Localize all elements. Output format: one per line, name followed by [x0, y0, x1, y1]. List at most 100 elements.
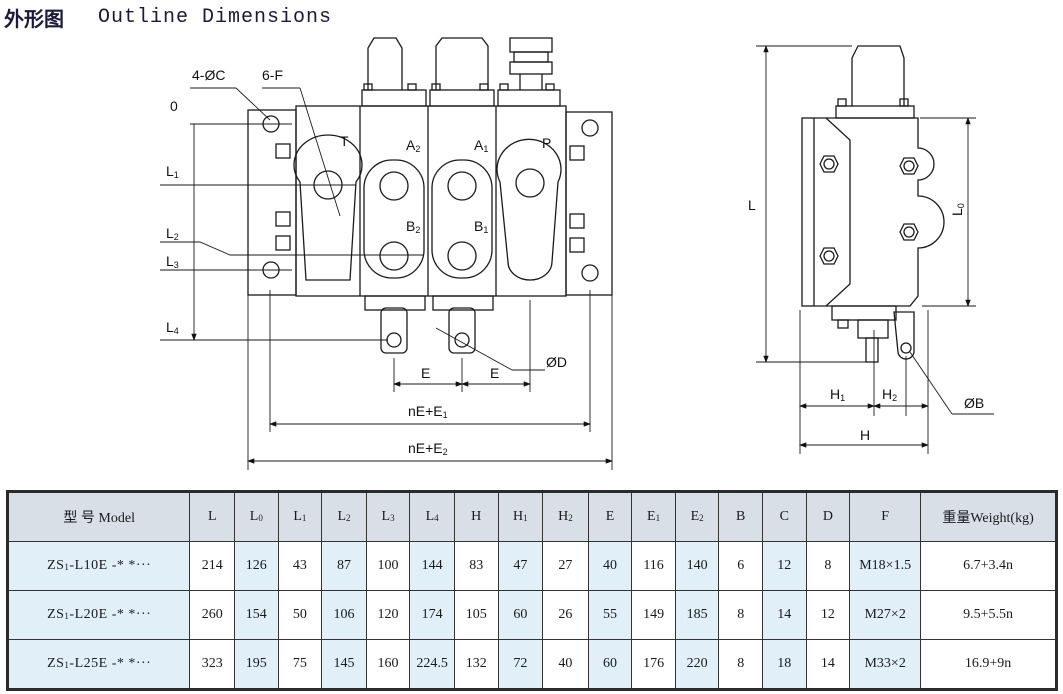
table-cell: 87	[321, 541, 367, 591]
header-label: H	[513, 509, 524, 524]
table-cell: 176	[631, 639, 676, 690]
label-pitch-E-2: E	[490, 365, 499, 381]
label-nE-E1: nE+E1	[408, 403, 448, 420]
table-cell: 8	[718, 639, 764, 690]
header-subscript: 2	[699, 513, 704, 523]
table-cell: 55	[587, 590, 633, 640]
page-title: 外形图 Outline Dimensions	[4, 2, 332, 32]
table-cell: 149	[631, 590, 676, 640]
table-cell: 224.5	[409, 639, 455, 690]
header-label: E	[690, 509, 700, 524]
header-label: B	[736, 509, 746, 524]
table-cell: 43	[277, 541, 323, 591]
header-subscript: 4	[434, 513, 439, 523]
header-label: L	[381, 509, 391, 524]
table-header-cell: D	[805, 491, 851, 542]
table-cell: 140	[674, 541, 720, 591]
table-header-cell: 重量Weight(kg)	[920, 491, 1057, 542]
header-label: E	[647, 509, 656, 524]
front-view	[247, 37, 613, 354]
table-header-cell: E	[587, 491, 633, 542]
title-chinese: 外形图	[4, 6, 64, 31]
table-cell: 18	[762, 639, 807, 690]
table-cell: 83	[453, 541, 499, 591]
spool-cap-2	[435, 37, 489, 90]
table-header-cell: L	[189, 491, 236, 542]
table-cell: 75	[277, 639, 323, 690]
table-cell: 195	[234, 639, 279, 690]
header-label: 重量Weight(kg)	[942, 511, 1034, 526]
table-cell: 40	[542, 639, 589, 690]
table-cell: 9.5+5.5n	[920, 590, 1057, 640]
table-header-cell: 型 号 Model	[6, 491, 191, 542]
table-header-cell: L1	[277, 491, 323, 542]
table-cell: 174	[409, 590, 455, 640]
table-header-cell: L3	[365, 491, 411, 542]
label-H: H	[860, 427, 870, 443]
table-cell: 144	[409, 541, 455, 591]
header-subscript: 1	[523, 513, 528, 523]
header-label: 型 号 Model	[63, 511, 135, 526]
header-subscript: 1	[655, 513, 661, 523]
label-port-P: P	[542, 135, 551, 151]
header-subscript: 2	[568, 513, 573, 523]
valve-body	[295, 105, 567, 297]
table-cell: 160	[365, 639, 411, 690]
table-header-cell: F	[849, 491, 922, 542]
table-cell: 8	[718, 590, 764, 640]
label-6-F: 6-F	[262, 67, 283, 83]
table-cell: 8	[805, 541, 851, 591]
header-label: L	[425, 509, 435, 524]
table-cell: 72	[497, 639, 544, 690]
table-cell: 106	[321, 590, 367, 640]
label-H1: H1	[830, 386, 845, 403]
header-label: E	[605, 509, 615, 524]
lever-clevis-2	[448, 307, 476, 354]
table-cell: 60	[497, 590, 544, 640]
label-pin-D: ØD	[546, 354, 567, 370]
label-L3: L3	[166, 253, 179, 270]
label-L2: L2	[166, 225, 179, 242]
table-cell: 12	[805, 590, 851, 640]
title-english: Outline Dimensions	[98, 5, 333, 29]
header-subscript: 3	[390, 513, 395, 523]
table-header-cell: L0	[234, 491, 279, 542]
table-cell: 6.7+3.4n	[920, 541, 1057, 591]
header-label: F	[881, 509, 890, 524]
label-port-A1: A1	[474, 137, 488, 154]
header-label: L	[293, 509, 302, 524]
table-cell: 16.9+9n	[920, 639, 1057, 690]
model-suffix: -L20E -* *···	[69, 607, 152, 622]
table-cell: 105	[453, 590, 499, 640]
table-cell: M18×1.5	[849, 541, 922, 591]
label-port-B2: B2	[406, 218, 420, 235]
label-H2: H2	[882, 386, 897, 403]
label-L4: L4	[166, 319, 179, 336]
section-2-boss	[363, 159, 425, 279]
header-label: C	[779, 509, 789, 524]
table-header-cell: C	[762, 491, 807, 542]
table-cell: 154	[234, 590, 279, 640]
label-pitch-E-1: E	[421, 365, 430, 381]
header-subscript: 1	[301, 513, 307, 523]
table-cell: 60	[587, 639, 633, 690]
table-cell: 214	[189, 541, 236, 591]
right-end-plate	[565, 111, 613, 296]
table-cell: 14	[762, 590, 807, 640]
header-label: L	[249, 509, 259, 524]
label-B: ØB	[964, 395, 984, 411]
header-subscript: 0	[258, 513, 263, 523]
table-cell: 126	[234, 541, 279, 591]
relief-valve-nut	[509, 37, 553, 53]
label-L0: L0	[949, 203, 966, 216]
lever-clevis-1	[380, 307, 408, 354]
model-cell: ZS1-L10E -* *···	[6, 541, 191, 591]
header-label: H	[558, 509, 569, 524]
model-suffix: -L25E -* *···	[69, 656, 152, 671]
table-cell: 50	[277, 590, 323, 640]
label-nE-E2: nE+E2	[408, 440, 448, 457]
port-T-boss	[293, 134, 363, 281]
table-header-cell: H	[453, 491, 499, 542]
